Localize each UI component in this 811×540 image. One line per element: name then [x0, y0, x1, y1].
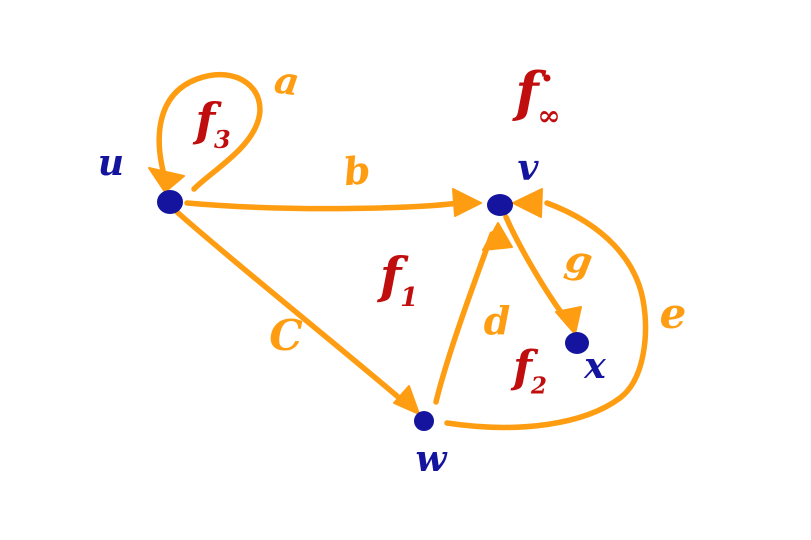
node-v-label: v [517, 147, 539, 189]
node-u-dot [157, 190, 183, 214]
ink-dot [543, 74, 551, 82]
face-f2-base: f [513, 342, 533, 393]
face-f1-label: f1 [380, 251, 418, 312]
edge-a-label: a [271, 56, 303, 105]
edge-a-self-loop [156, 71, 263, 192]
node-w-dot [414, 411, 434, 431]
node-v-dot [487, 194, 513, 216]
edge-g-arrowhead [555, 306, 582, 335]
edge-e-path [444, 200, 649, 431]
edge-d-label: d [483, 298, 511, 343]
node-w-label: w [415, 438, 447, 480]
face-f3-base: f [195, 93, 216, 147]
face-f3-label: f3 [195, 97, 230, 152]
node-u-label: u [97, 142, 125, 184]
edge-b-arrowhead [452, 188, 482, 217]
node-x-dot [565, 332, 589, 354]
face-finfinity-base: f [515, 60, 539, 124]
edge-e-arrowhead [512, 188, 543, 218]
node-x-label: x [584, 345, 606, 387]
face-f2-label: f2 [513, 346, 547, 398]
face-finfinity-label: f∞ [515, 65, 560, 130]
edge-a-arrowhead [148, 167, 185, 193]
face-f1-subscript: 1 [400, 283, 419, 313]
face-f2-subscript: 2 [530, 373, 547, 400]
face-f3-subscript: 3 [213, 125, 231, 154]
edge-c-arrowhead [393, 385, 420, 415]
edge-c-path [174, 209, 407, 405]
edge-b-label: b [341, 146, 373, 195]
edge-d-arrowhead [482, 222, 513, 251]
edge-c-label: C [269, 311, 303, 360]
edge-e-label: e [659, 289, 687, 338]
edge-g-path [503, 214, 569, 322]
face-finfinity-subscript: ∞ [537, 99, 561, 133]
face-f1-base: f [379, 246, 402, 305]
edge-b-path [184, 199, 469, 212]
